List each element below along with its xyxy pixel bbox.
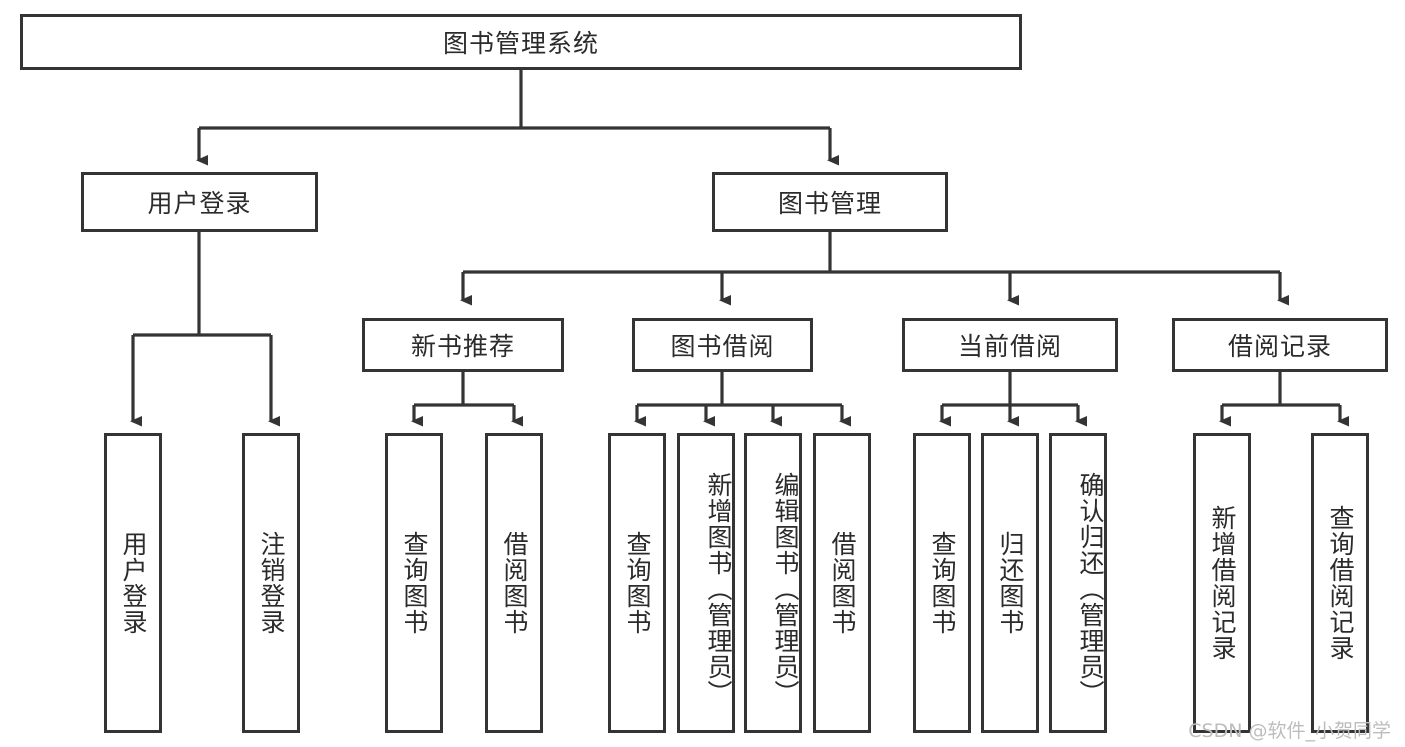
node-borrow-record[interactable]: 借阅记录	[1172, 318, 1388, 372]
leaf-borrow-book-new[interactable]: 借阅图书	[485, 433, 543, 733]
node-book-borrow[interactable]: 图书借阅	[632, 318, 813, 372]
leaf-edit-book-admin[interactable]: 编辑图书（管理员）	[744, 433, 802, 733]
node-root-book-management-system[interactable]: 图书管理系统	[20, 14, 1022, 70]
watermark-text: CSDN @软件_小贺同学	[1188, 720, 1391, 742]
leaf-query-book-current[interactable]: 查询图书	[913, 433, 971, 733]
leaf-query-book-borrow[interactable]: 查询图书	[608, 433, 666, 733]
leaf-borrow-book[interactable]: 借阅图书	[813, 433, 871, 733]
leaf-add-book-admin[interactable]: 新增图书（管理员）	[677, 433, 735, 733]
node-new-book-recommend[interactable]: 新书推荐	[362, 318, 564, 372]
node-current-borrow[interactable]: 当前借阅	[902, 318, 1118, 372]
leaf-query-borrow-record[interactable]: 查询借阅记录	[1311, 433, 1369, 733]
leaf-add-borrow-record[interactable]: 新增借阅记录	[1193, 433, 1251, 733]
leaf-query-book-new[interactable]: 查询图书	[385, 433, 443, 733]
leaf-return-book[interactable]: 归还图书	[981, 433, 1039, 733]
node-user-login[interactable]: 用户登录	[81, 172, 318, 232]
leaf-user-login[interactable]: 用户登录	[104, 433, 162, 733]
leaf-confirm-return-admin[interactable]: 确认归还（管理员）	[1049, 433, 1107, 733]
node-book-management[interactable]: 图书管理	[712, 172, 948, 232]
leaf-logout-login[interactable]: 注销登录	[242, 433, 300, 733]
